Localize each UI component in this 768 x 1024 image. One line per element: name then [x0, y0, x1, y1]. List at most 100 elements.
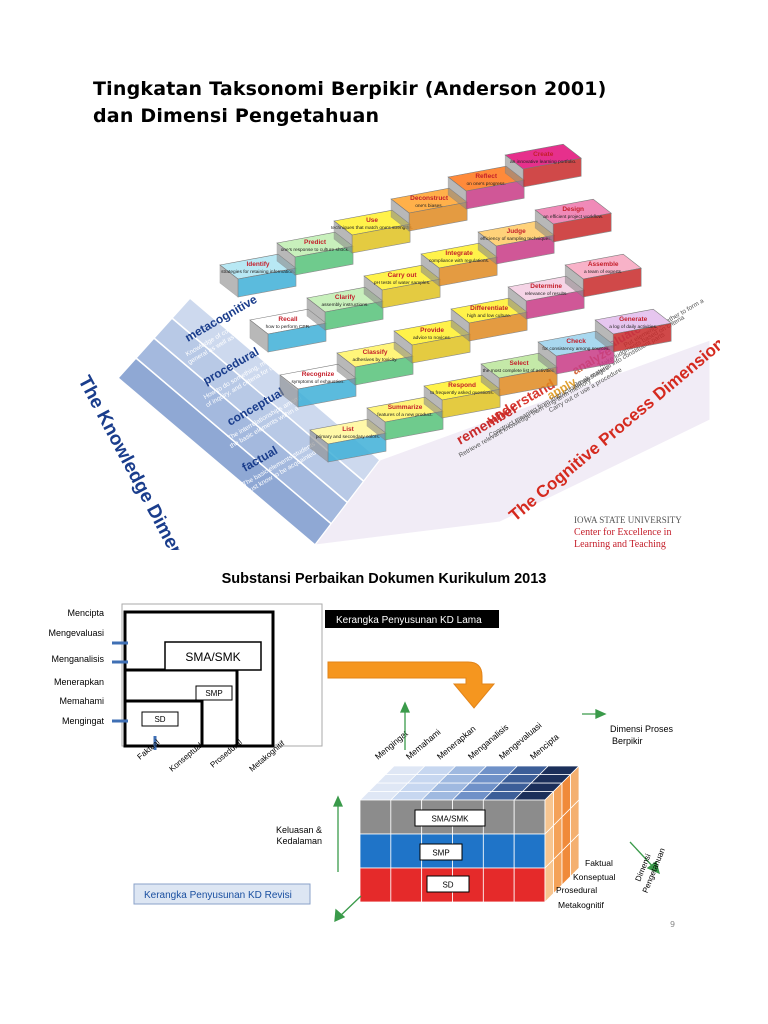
block-verb: Generate	[619, 316, 648, 323]
block-desc: symptoms of exhaustion.	[291, 379, 344, 385]
block-side	[306, 297, 326, 331]
block-verb: Classify	[363, 349, 388, 356]
kd-lama-y-labels: MenciptaMengevaluasiMenganalisisMenerapk…	[48, 608, 104, 726]
block-verb: List	[342, 426, 354, 433]
kd-lama-level-mencipta: Mencipta	[67, 608, 104, 618]
block-desc: techniques that match one's strengths.	[331, 225, 413, 231]
block-verb: Respond	[448, 382, 476, 389]
cognitive-wall	[313, 339, 711, 546]
box-sd-frame	[123, 699, 204, 748]
block-verb: Clarify	[335, 294, 356, 301]
block-desc: advice to novices.	[413, 335, 451, 341]
block-side	[447, 176, 467, 210]
block-desc: features of a new product.	[377, 412, 432, 418]
block-verb: Recognize	[302, 371, 335, 378]
block-side	[309, 429, 329, 463]
cube-front-cell	[359, 867, 392, 903]
kd-lama-label-bg	[325, 610, 499, 628]
block-desc: a team of experts.	[584, 269, 622, 275]
cube-box-label: SMA/SMK	[432, 815, 470, 824]
block-side	[279, 374, 299, 408]
block-side	[594, 319, 614, 353]
block-desc: assembly instructions.	[321, 302, 368, 308]
block-side	[276, 242, 296, 276]
box-sma-label: SMA/SMK	[185, 650, 240, 664]
block-side	[507, 286, 527, 320]
block-side	[333, 220, 353, 254]
block-verb: Differentiate	[470, 305, 508, 312]
cube-front-cell	[482, 833, 515, 869]
block-side	[420, 253, 440, 287]
block-desc: the most complete list of activities.	[483, 368, 556, 374]
block-verb: Assemble	[588, 261, 619, 268]
kd-lama-ticks	[112, 641, 157, 750]
block-desc: a log of daily activities.	[609, 324, 657, 330]
credit-line1: IOWA STATE UNIVERSITY	[574, 515, 682, 525]
cube-front-cell	[390, 867, 423, 903]
block-side	[393, 330, 413, 364]
cube-front-cell	[359, 799, 392, 835]
block-verb: Identify	[246, 261, 269, 268]
block-desc: for consistency among sources.	[542, 346, 609, 352]
page-title: Tingkatan Taksonomi Berpikir (Anderson 2…	[93, 76, 713, 130]
box-sma-label-bg	[164, 641, 262, 671]
cube-front-cell	[513, 867, 546, 903]
block-side	[390, 198, 410, 232]
block-desc: one's biases.	[415, 203, 443, 209]
block-side	[249, 319, 269, 353]
block-verb: Deconstruct	[410, 195, 449, 202]
cube-box-bg	[414, 809, 486, 827]
block-desc: adhesives by toxicity.	[353, 357, 398, 363]
keluasan-line1: Keluasan &	[276, 825, 322, 835]
block-desc: an innovative learning portfolio.	[510, 159, 576, 165]
page-title-line1: Tingkatan Taksonomi Berpikir (Anderson 2…	[93, 78, 607, 100]
cube-front-cell	[513, 833, 546, 869]
kd-revisi-cube	[359, 765, 580, 903]
block-desc: on one's progress.	[466, 181, 505, 187]
cube-box-bg	[426, 875, 470, 893]
block-desc: an efficient project workflow.	[543, 214, 603, 220]
transition-arrow	[327, 661, 496, 709]
block-verb: Design	[562, 206, 584, 213]
block-desc: primary and secondary colors.	[316, 434, 380, 440]
block-desc: one's response to culture shock.	[281, 247, 350, 253]
page-number: 9	[670, 920, 676, 929]
block-side	[423, 385, 443, 419]
dimensi-proses-line2: Berpikir	[612, 736, 643, 746]
block-verb: Summarize	[388, 404, 423, 411]
kd-lama-level-menganalisis: Menganalisis	[51, 654, 104, 664]
cube-side-label-metakognitif: Metakognitif	[558, 900, 604, 910]
block-verb: Integrate	[445, 250, 473, 257]
block-side	[480, 363, 500, 397]
box-smp-label: SMP	[205, 689, 222, 698]
cube-front-cell	[390, 833, 423, 869]
page-title-line2: dan Dimensi Pengetahuan	[93, 105, 380, 127]
cube-front-cell	[482, 867, 515, 903]
cube-side-label-prosedural: Prosedural	[556, 885, 597, 895]
box-smp-label-bg	[195, 685, 233, 701]
kurikulum-title: Substansi Perbaikan Dokumen Kurikulum 20…	[221, 571, 547, 587]
block-side	[534, 209, 554, 243]
credit-line2: Center for Excellence in	[574, 527, 671, 538]
block-side	[336, 352, 356, 386]
iowa-state-credit: IOWA STATE UNIVERSITY Center for Excelle…	[574, 515, 682, 550]
block-verb: Use	[366, 217, 378, 224]
dimensi-proses-line1: Dimensi Proses	[610, 724, 674, 734]
block-verb: Reflect	[475, 173, 498, 180]
keluasan-line2: Kedalaman	[276, 836, 322, 846]
block-verb: Judge	[507, 228, 527, 235]
block-verb: Provide	[420, 327, 444, 334]
block-side	[537, 341, 557, 375]
kd-revisi-label: Kerangka Penyusunan KD Revisi	[144, 890, 292, 901]
block-verb: Select	[510, 360, 530, 367]
block-verb: Carry out	[388, 272, 418, 279]
kd-revisi-label-bg	[133, 883, 311, 905]
block-desc: efficiency of sampling techniques.	[480, 236, 552, 242]
block-side	[219, 264, 239, 298]
block-verb: Recall	[278, 316, 297, 323]
cube-axis-arrows	[332, 701, 660, 923]
block-side	[366, 407, 386, 441]
cube-side-cell	[570, 833, 580, 878]
